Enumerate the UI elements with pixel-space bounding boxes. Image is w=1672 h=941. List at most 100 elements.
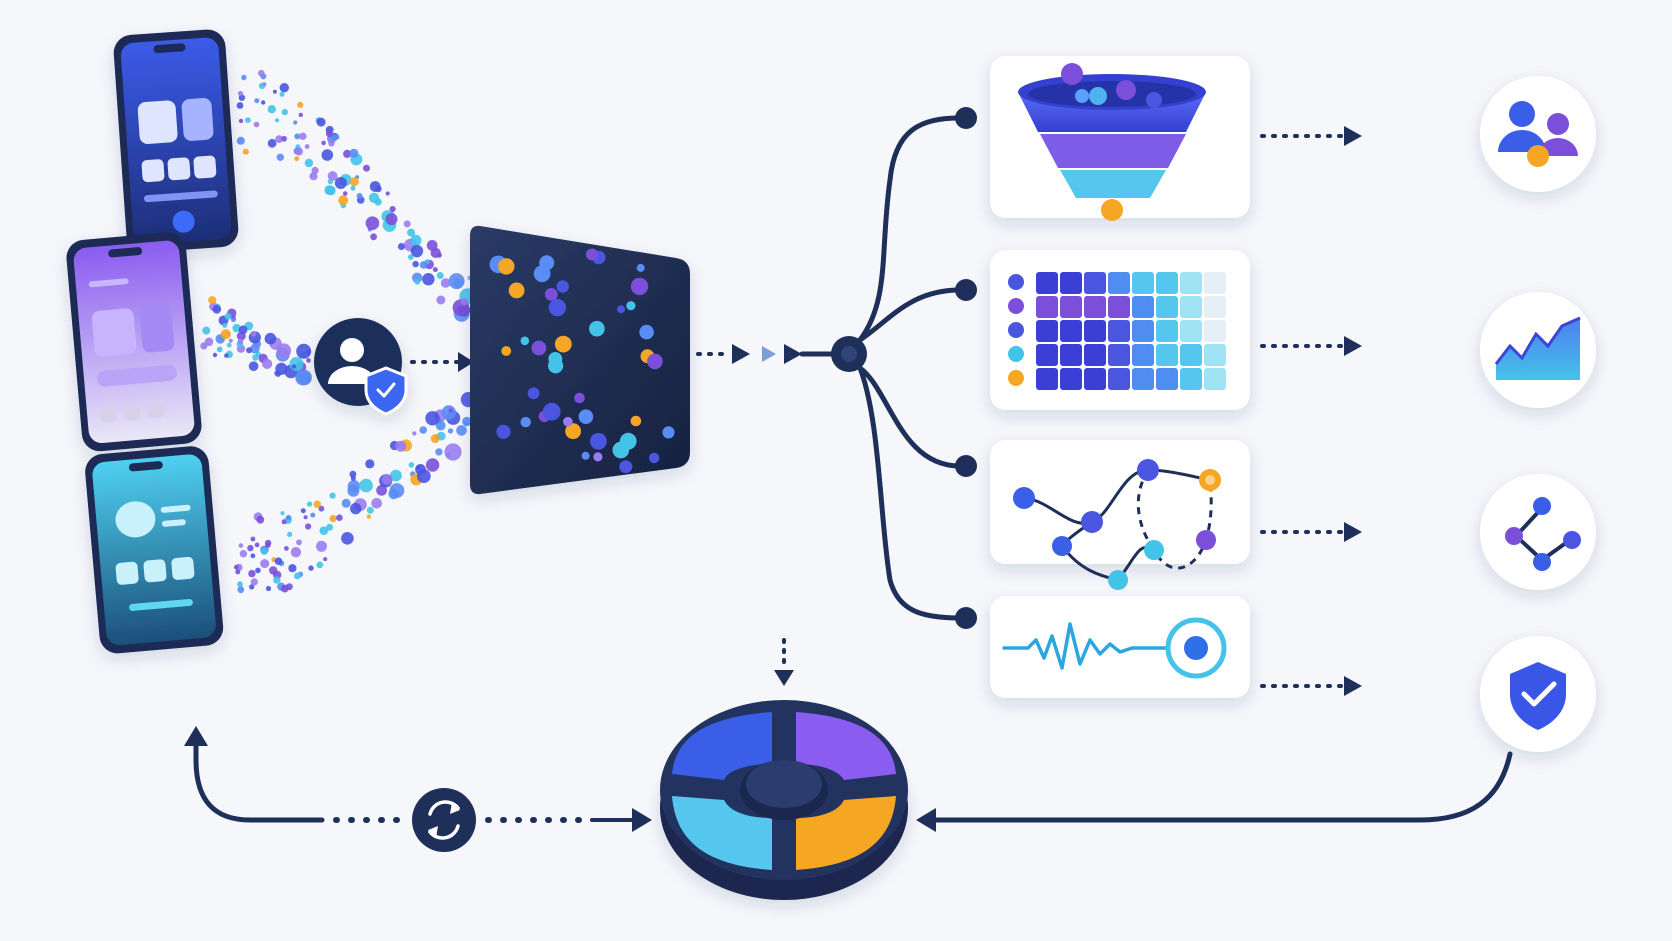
data-particle — [456, 425, 467, 436]
data-particle — [262, 358, 273, 369]
data-particle — [284, 546, 289, 551]
data-particle — [239, 550, 248, 558]
data-particle — [281, 108, 288, 116]
shield-check-icon — [1480, 636, 1596, 752]
data-particle — [366, 506, 374, 514]
data-particle — [441, 405, 457, 420]
data-particle — [267, 138, 277, 148]
data-particle — [350, 502, 362, 515]
heatmap-cell — [1156, 320, 1178, 342]
hub-input-arrow — [774, 638, 794, 686]
panel-particle — [586, 248, 598, 261]
data-particle — [202, 326, 211, 335]
data-particle — [264, 332, 277, 345]
data-particle — [435, 448, 443, 456]
data-particle — [256, 515, 265, 524]
panel-particle — [626, 301, 636, 311]
data-particle — [298, 112, 303, 118]
data-particle — [238, 94, 246, 101]
data-particle — [232, 323, 241, 333]
data-particle — [432, 267, 438, 273]
panel-particle — [501, 346, 512, 356]
heatmap-cell — [1036, 368, 1058, 390]
data-particle — [297, 101, 304, 108]
data-particle — [419, 261, 428, 269]
heatmap-cell — [1132, 272, 1154, 294]
heatmap-cell — [1108, 296, 1130, 318]
data-particle — [327, 171, 338, 181]
data-particle — [274, 118, 280, 123]
data-particle — [359, 478, 373, 493]
data-particle — [349, 470, 357, 478]
data-particle — [255, 567, 261, 574]
panel-particle — [531, 340, 547, 356]
data-particle — [224, 353, 229, 358]
heatmap-cell — [1084, 320, 1106, 342]
data-particle — [208, 296, 217, 305]
panel-particle — [565, 423, 581, 440]
data-particle — [230, 317, 236, 323]
data-particle — [407, 228, 416, 237]
panel-particle — [527, 387, 540, 400]
data-particle — [370, 233, 377, 241]
heatmap-cell — [1132, 368, 1154, 390]
branch-connectors — [799, 115, 963, 621]
data-particle — [222, 322, 228, 328]
data-particle — [254, 98, 260, 104]
heatmap-cell — [1036, 344, 1058, 366]
panel-particle — [619, 460, 633, 474]
data-particle — [336, 514, 343, 521]
heatmap-cell — [1084, 344, 1106, 366]
data-particle — [425, 411, 440, 426]
data-particle — [412, 272, 423, 283]
data-particle — [422, 273, 435, 286]
data-particle — [390, 469, 402, 482]
data-particle — [319, 526, 329, 535]
heatmap-cell — [1084, 272, 1106, 294]
heatmap-cell — [1036, 272, 1058, 294]
heatmap-cell — [1108, 368, 1130, 390]
heatmap-cell — [1108, 272, 1130, 294]
data-particle — [338, 195, 349, 206]
data-particle — [316, 561, 324, 569]
feedback-loop-left — [184, 726, 652, 832]
data-particle — [250, 330, 257, 337]
data-particle — [464, 421, 469, 427]
data-particle — [342, 191, 348, 196]
data-particle — [276, 153, 284, 161]
panel-particle — [548, 358, 564, 374]
heatmap-cell — [1060, 320, 1082, 342]
branch-endpoints — [955, 107, 977, 629]
panel-particle — [636, 263, 645, 272]
data-particle — [280, 584, 289, 593]
signal-wave-icon — [1002, 617, 1227, 679]
processing-particles — [489, 248, 675, 474]
data-particle — [313, 500, 321, 508]
panel-particle — [590, 432, 607, 450]
data-particle — [349, 148, 359, 158]
data-particle — [238, 118, 244, 124]
data-particle — [294, 133, 301, 140]
data-particle — [347, 480, 361, 493]
data-particle — [238, 543, 244, 548]
panel-particle — [508, 282, 525, 299]
data-particle — [444, 443, 462, 461]
panel-particle — [554, 335, 572, 353]
panel-particle — [520, 336, 530, 346]
data-particle — [269, 566, 278, 575]
heatmap-cell — [1060, 368, 1082, 390]
data-particle — [349, 177, 359, 187]
data-particle — [306, 501, 313, 507]
data-particle — [245, 117, 251, 123]
panel-particle — [589, 320, 605, 337]
heatmap-cell — [1132, 344, 1154, 366]
data-particle — [309, 172, 318, 181]
data-particle — [300, 508, 306, 514]
data-particle — [279, 83, 289, 93]
heatmap-legend-dot — [1008, 298, 1024, 314]
data-particle — [248, 569, 256, 578]
data-particle — [293, 120, 298, 125]
heatmap-cell — [1156, 296, 1178, 318]
data-particle — [287, 531, 293, 538]
panel-particle — [539, 255, 555, 271]
